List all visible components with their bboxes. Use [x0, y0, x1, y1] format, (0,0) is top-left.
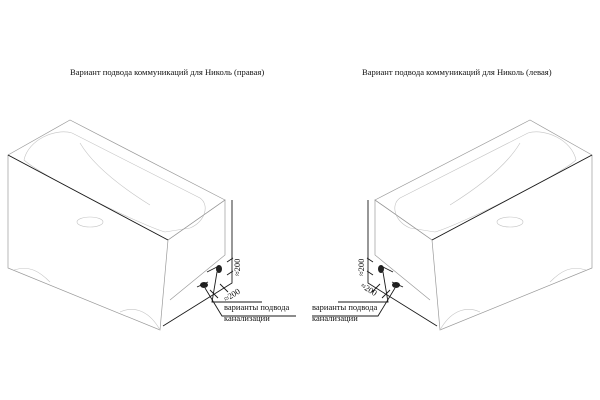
left-dim-h-ticks [209, 283, 229, 299]
right-drain-fitting-lower [391, 281, 404, 288]
right-leader-line-1 [338, 271, 389, 303]
left-dim-vertical-label: ≈200 [232, 259, 242, 276]
right-diagram-title: Вариант подвода коммуникаций для Николь … [362, 67, 552, 77]
left-dim-v-ticks [226, 257, 234, 276]
right-note-line2: канализации [312, 313, 358, 323]
right-tub-top-edge [431, 154, 593, 241]
left-tub-rim [7, 119, 226, 241]
left-tub-top-edge [7, 154, 169, 241]
left-leader-line-1 [211, 271, 262, 303]
left-apron-foot-curve-2 [119, 309, 161, 331]
right-dim-vertical-label: ≈200 [356, 259, 366, 276]
left-tub-bowl [23, 131, 206, 233]
right-tub-bowl [394, 131, 577, 233]
right-tub-side-panel [374, 199, 433, 301]
right-dim-v-ticks [366, 257, 374, 276]
left-tub-bowl-inner [79, 142, 151, 206]
left-note-line2: канализации [224, 313, 270, 323]
right-drain-fitting-upper [378, 265, 394, 273]
left-drain-fitting-lower [196, 281, 209, 288]
left-note-line1: варианты подвода [224, 302, 290, 312]
left-bathtub: ≈200 ≈200 варианты подвода канализации [7, 119, 296, 331]
left-diagram-title: Вариант подвода коммуникаций для Николь … [70, 67, 265, 77]
right-tub-bowl-inner [449, 142, 521, 206]
right-apron-foot-curve [549, 268, 587, 283]
left-tub-apron [7, 155, 169, 331]
left-tub-side-panel [167, 199, 226, 301]
right-dim-horizontal-label: ≈200 [359, 280, 379, 298]
right-wall-lines [367, 200, 438, 327]
right-apron-foot-curve-2 [439, 309, 481, 331]
right-note-line1: варианты подвода [312, 302, 378, 312]
right-bathtub: ≈200 ≈200 варианты подвода канализации [312, 119, 593, 331]
left-apron-foot-curve [13, 268, 51, 283]
left-leader-line-2 [204, 287, 296, 317]
right-leader-line-2 [312, 287, 396, 317]
left-drain-fitting-upper [206, 265, 222, 273]
right-dim-h-ticks [371, 283, 391, 299]
right-tub-rim [374, 119, 593, 241]
right-tub-apron [431, 155, 593, 331]
right-overflow-fitting [496, 216, 524, 228]
left-wall-lines [162, 200, 233, 327]
left-overflow-fitting [76, 216, 104, 228]
